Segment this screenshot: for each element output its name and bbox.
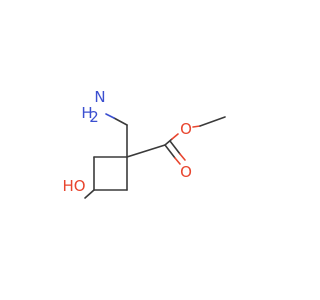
amine-subscript-label: 2 [89,108,99,126]
bond-carbonyl-to-o-grey [164,138,173,146]
carbonyl-oxygen-label: O [180,163,192,181]
bond-o-to-methyl-grey [199,116,226,127]
bond-carbonyl-double-1-grey [164,144,176,159]
bond-ring-to-carbonyl [126,144,166,158]
amine-hydrogen-label: H [81,104,92,122]
bond-carbonyl-double-2-red [179,153,186,161]
bond-o-to-methyl-red [192,125,201,128]
bond-carbonyl-double-2-grey [169,140,181,155]
bond-ch2-to-n-grey [113,117,128,126]
hydroxyl-label: HO [62,177,85,195]
bond-ring-to-hydroxyl [84,189,95,199]
molecule-structure: H N 2 O O HO [62,88,226,199]
ester-oxygen-label: O [180,120,192,138]
bond-ch2-to-n-blue [105,113,115,119]
bond-carbonyl-to-o-red [171,133,179,140]
bond-carbonyl-double-1-red [174,157,181,165]
amine-nitrogen-label: N [94,88,105,106]
